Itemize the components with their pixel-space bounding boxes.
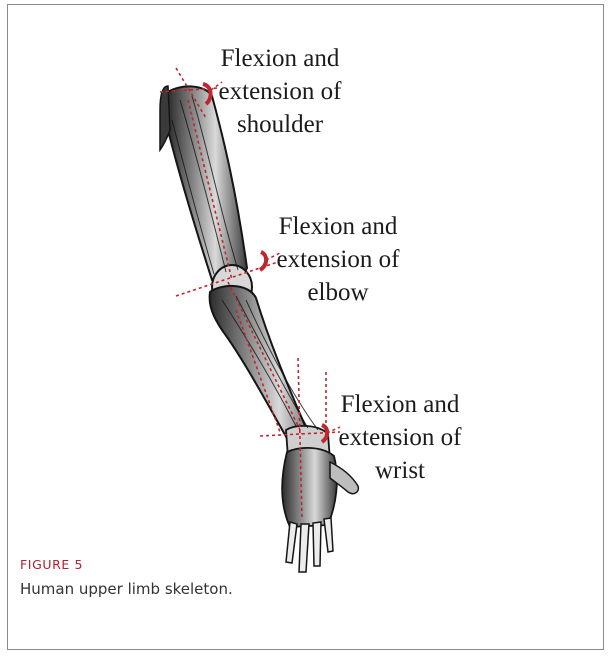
label-shoulder-line2: extension of (210, 75, 350, 108)
label-wrist: Flexion and extension of wrist (330, 388, 470, 487)
figure-number: FIGURE 5 (20, 557, 83, 572)
label-elbow-line2: extension of (268, 243, 408, 276)
finger-index (286, 522, 297, 563)
finger-middle (299, 524, 309, 572)
label-elbow-line3: elbow (268, 276, 408, 309)
label-shoulder: Flexion and extension of shoulder (210, 42, 350, 141)
shoulder-stub (160, 86, 170, 150)
label-elbow-line1: Flexion and (268, 210, 408, 243)
label-shoulder-line3: shoulder (210, 108, 350, 141)
figure-caption: Human upper limb skeleton. (20, 580, 233, 598)
finger-little (324, 518, 333, 552)
label-wrist-line2: extension of (330, 421, 470, 454)
palm (282, 448, 337, 527)
label-wrist-line3: wrist (330, 454, 470, 487)
label-shoulder-line1: Flexion and (210, 42, 350, 75)
label-wrist-line1: Flexion and (330, 388, 470, 421)
finger-ring (313, 522, 321, 566)
label-elbow: Flexion and extension of elbow (268, 210, 408, 309)
